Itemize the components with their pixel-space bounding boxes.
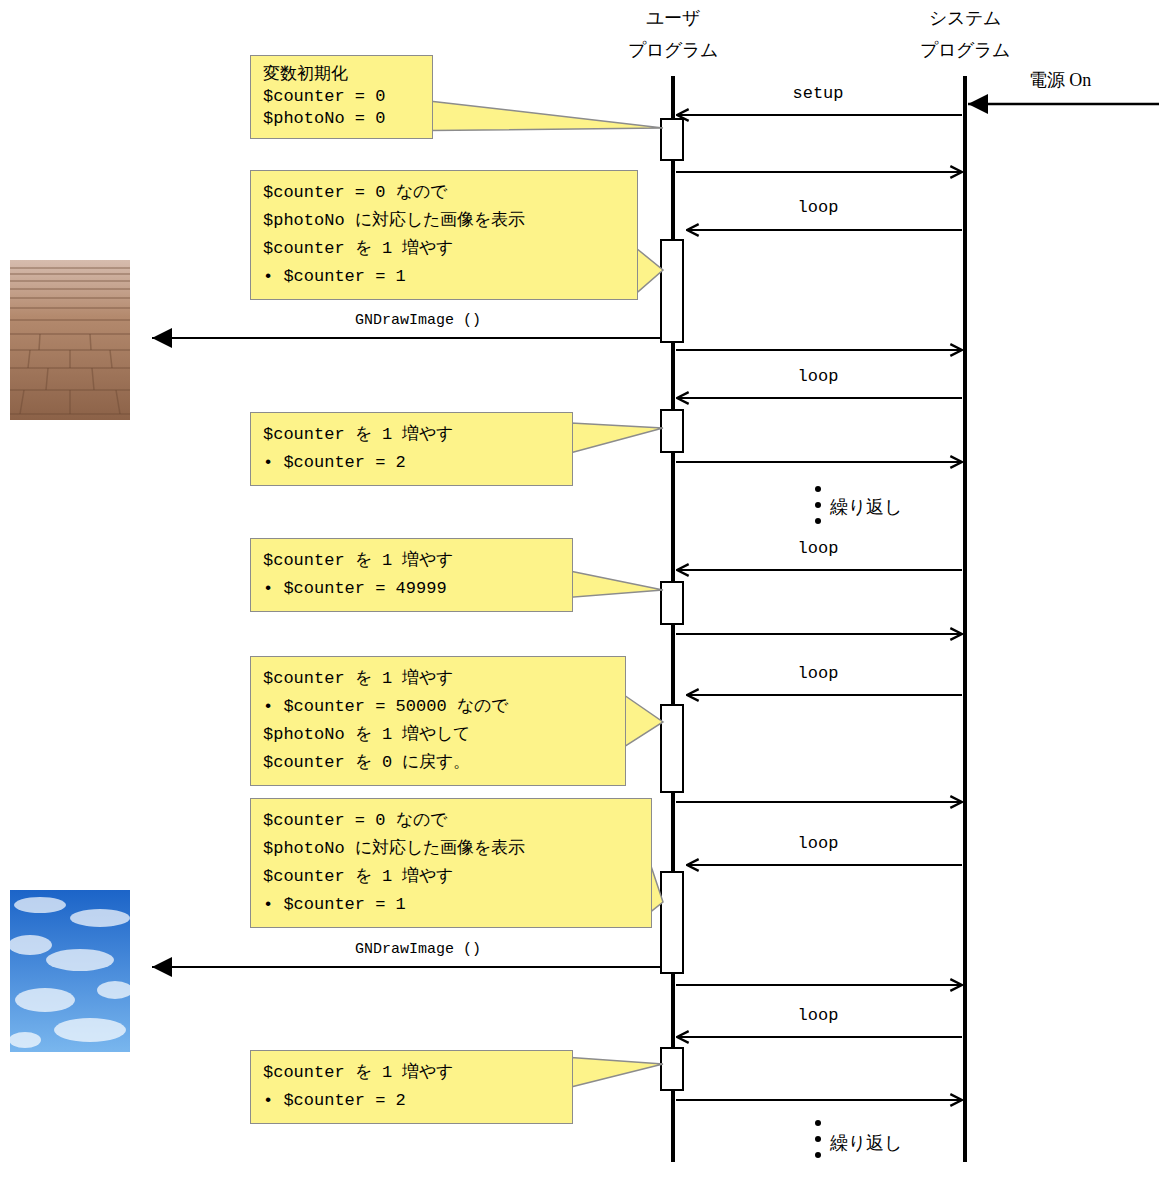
callout-tail (571, 571, 663, 597)
callout-text: • $counter = 50000 なので (263, 693, 613, 721)
callout-text: $counter を 1 増やす (263, 665, 613, 693)
callout-text: $counter を 1 増やす (263, 421, 560, 449)
brick-image (10, 260, 130, 420)
repeat-note: 繰り返し (830, 1131, 902, 1155)
callout-tail (571, 1057, 663, 1087)
callout-text: • $counter = 1 (263, 263, 625, 291)
callout-text: $counter = 0 (263, 86, 420, 108)
ellipsis-dots (815, 486, 821, 1158)
power-arrow (968, 103, 1159, 106)
callout-text: $photoNo を 1 増やして (263, 721, 613, 749)
callout-text: $photoNo に対応した画像を表示 (263, 207, 625, 235)
draw-arrow (152, 966, 660, 968)
message-label: loop (798, 834, 839, 853)
callout-box: $counter を 1 増やす• $counter = 50000 なので$p… (250, 656, 626, 786)
callout-text: • $counter = 2 (263, 1087, 560, 1115)
callout-text: $counter を 1 増やす (263, 863, 639, 891)
callout-text: $counter を 1 増やす (263, 235, 625, 263)
callout-box: $counter = 0 なので$photoNo に対応した画像を表示$coun… (250, 798, 652, 928)
callout-text: $counter を 1 増やす (263, 1059, 560, 1087)
message-label: loop (798, 664, 839, 683)
lifeline-title: システム プログラム (920, 2, 1010, 66)
callout-tail (571, 423, 663, 453)
callout-text: • $counter = 49999 (263, 575, 560, 603)
callout-text: 変数初期化 (263, 64, 420, 86)
message-label: loop (798, 367, 839, 386)
message-label: loop (798, 539, 839, 558)
lifeline-title: ユーザ プログラム (628, 2, 718, 66)
callout-box: $counter を 1 増やす• $counter = 49999 (250, 538, 573, 612)
callout-box: $counter を 1 増やす• $counter = 2 (250, 412, 573, 486)
callout-box: 変数初期化$counter = 0$photoNo = 0 (250, 55, 433, 139)
draw-arrow (152, 337, 660, 339)
callout-text: $counter を 0 に戻す。 (263, 749, 613, 777)
message-label: loop (798, 198, 839, 217)
message-label: loop (798, 1006, 839, 1025)
callout-box: $counter を 1 増やす• $counter = 2 (250, 1050, 573, 1124)
callout-text: $photoNo = 0 (263, 108, 420, 130)
repeat-note: 繰り返し (830, 495, 902, 519)
callout-tail (431, 101, 663, 130)
callout-text: $counter = 0 なので (263, 807, 639, 835)
callout-text: • $counter = 1 (263, 891, 639, 919)
callout-text: $photoNo に対応した画像を表示 (263, 835, 639, 863)
message-label: setup (792, 84, 843, 103)
call-label: GNDrawImage () (355, 941, 481, 958)
activation-box (661, 119, 683, 1090)
call-label: GNDrawImage () (355, 312, 481, 329)
callout-text: $counter = 0 なので (263, 179, 625, 207)
callout-text: $counter を 1 増やす (263, 547, 560, 575)
callout-tail (636, 248, 663, 294)
callout-tail (624, 695, 663, 747)
message-arrows (676, 115, 962, 1100)
event-label: 電源 On (1029, 68, 1092, 92)
callout-box: $counter = 0 なので$photoNo に対応した画像を表示$coun… (250, 170, 638, 300)
callout-text: • $counter = 2 (263, 449, 560, 477)
sky-image (8, 890, 133, 1052)
lifeline (963, 76, 967, 1162)
